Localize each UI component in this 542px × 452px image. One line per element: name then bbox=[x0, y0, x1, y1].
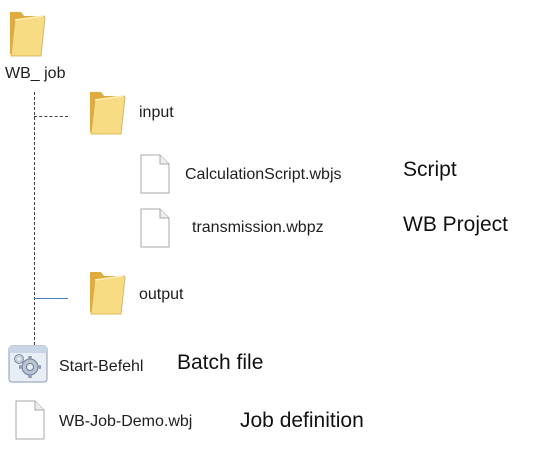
project-file-label[interactable]: transmission.wbpz bbox=[192, 219, 324, 236]
annotation-project: WB Project bbox=[403, 213, 509, 236]
document-icon[interactable] bbox=[140, 154, 170, 194]
annotation-job: Job definition bbox=[240, 409, 364, 432]
root-folder-label[interactable]: WB_ job bbox=[5, 65, 66, 82]
document-icon[interactable] bbox=[140, 208, 170, 248]
batch-file-label[interactable]: Start-Befehl bbox=[59, 358, 144, 375]
script-file-label[interactable]: CalculationScript.wbjs bbox=[185, 166, 342, 183]
output-folder-label[interactable]: output bbox=[139, 286, 184, 303]
branch-line-output bbox=[34, 298, 68, 299]
job-file-label[interactable]: WB-Job-Demo.wbj bbox=[59, 413, 193, 430]
document-icon[interactable] bbox=[15, 400, 45, 440]
folder-icon[interactable] bbox=[8, 8, 46, 58]
annotation-batch: Batch file bbox=[177, 351, 264, 374]
folder-icon[interactable] bbox=[88, 268, 126, 316]
folder-icon[interactable] bbox=[88, 88, 126, 136]
tree-trunk-line bbox=[34, 92, 35, 360]
batch-file-gear-icon[interactable] bbox=[8, 344, 48, 384]
branch-line-input bbox=[34, 116, 68, 117]
annotation-script: Script bbox=[403, 158, 457, 181]
input-folder-label[interactable]: input bbox=[139, 104, 174, 121]
